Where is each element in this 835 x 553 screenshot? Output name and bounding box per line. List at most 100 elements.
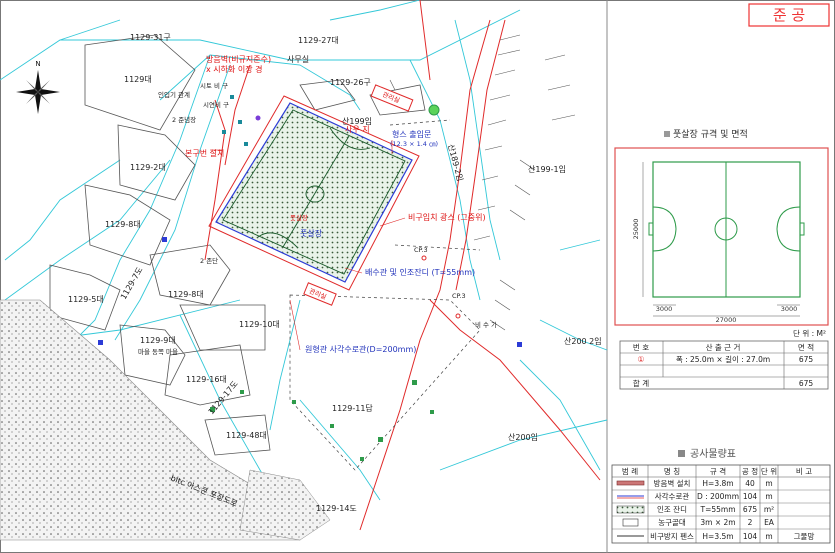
legend-header: 단 위 xyxy=(761,466,777,476)
annotation: CP.3 xyxy=(452,292,466,300)
annotation: 비 수 가 xyxy=(475,320,497,329)
map-pin xyxy=(230,95,234,99)
map-pin xyxy=(210,407,215,412)
spec-goal-post-right xyxy=(799,222,805,236)
goal-area-top xyxy=(329,127,371,150)
map-pin xyxy=(430,410,434,414)
parcel-label: 1129-26구 xyxy=(330,78,371,87)
legend-header: 비 고 xyxy=(796,467,812,476)
annotation: 2 존단 xyxy=(200,256,218,265)
legend-qty: 104 xyxy=(743,532,758,541)
area-header: 면 적 xyxy=(798,342,814,352)
map-pin xyxy=(238,120,242,124)
section-bullet-icon xyxy=(678,450,685,457)
legend-name: 비구방지 펜스 xyxy=(650,531,694,541)
leader-lines xyxy=(210,140,406,351)
legend-name: 농구골대 xyxy=(658,518,686,527)
section-bullet-icon xyxy=(664,131,670,137)
legend-spec: 3m × 2m xyxy=(700,518,735,527)
legend-spec: D : 200mm xyxy=(697,492,739,501)
annotation: (12.3 × 1.4 ㎝) xyxy=(390,140,438,148)
map-pin xyxy=(517,342,522,347)
quantity-legend: 공사물량표 범 례 명 칭 규 격 공 정 단 위 비 고 방음벽 설치 H=3… xyxy=(611,448,831,544)
stamp-label: 준 공 xyxy=(773,6,805,24)
legend-spec: H=3.5m xyxy=(702,532,733,541)
legend-header: 범 례 xyxy=(622,466,638,476)
map-pin xyxy=(360,457,364,461)
legend-spec: T=55mm xyxy=(699,505,735,514)
legend-symbol-wall xyxy=(616,480,645,486)
map-pin xyxy=(244,142,248,146)
control-point-marker xyxy=(421,255,427,261)
facility-boxes: 관리실 관리실 xyxy=(303,84,414,306)
area-header: 산 출 근 거 xyxy=(706,342,741,352)
north-arrow-icon: N xyxy=(16,60,60,114)
legend-qty: 2 xyxy=(748,518,753,527)
pitch-surface xyxy=(215,102,413,283)
legend-unit: m xyxy=(765,532,772,541)
area-row-no: ① xyxy=(637,355,644,364)
legend-spec: H=3.8m xyxy=(702,479,733,488)
parcel-label: 1129-2대 xyxy=(130,163,166,172)
annotation: CP.3 xyxy=(414,246,428,254)
annotation: 마을 동쪽 마을 xyxy=(138,347,178,356)
annotation: 비구입치 광스 (그중위) xyxy=(408,212,486,222)
parcel-label: 1129-10대 xyxy=(239,320,280,329)
tree-marker xyxy=(428,104,440,116)
survey-lines xyxy=(289,119,481,471)
map-pin xyxy=(222,130,226,134)
legend-header: 공 정 xyxy=(742,466,758,476)
area-total-label: 합 계 xyxy=(633,378,649,388)
parcel-label: 1129-16대 xyxy=(186,375,227,384)
legend-note: 그물망 xyxy=(794,531,815,541)
legend-qty: 675 xyxy=(743,505,758,514)
area-header: 번 호 xyxy=(633,343,649,352)
spec-goal-post-left xyxy=(648,222,654,236)
area-unit: 단 위 : M² xyxy=(793,328,826,338)
map-pin xyxy=(412,380,417,385)
parcel-label: 1129-48대 xyxy=(226,431,267,440)
spec-section: 풋살장 규격 및 면적 27000 25000 3000 3000 xyxy=(614,128,829,326)
annotation: 사우 지 xyxy=(345,125,370,134)
building-outlines xyxy=(49,34,426,456)
legend-unit: m xyxy=(765,479,772,488)
map-area: 풋살장 풋살장 관리실 관리실 xyxy=(0,0,608,541)
property-lines xyxy=(204,0,601,531)
annotation: 시연비 구 xyxy=(203,100,229,109)
parcel-label: 1129-9대 xyxy=(140,336,176,345)
parcel-label: 1129-8대 xyxy=(168,290,204,299)
completion-stamp: 준 공 xyxy=(748,3,830,27)
pitch-boundary xyxy=(222,109,406,275)
legend-qty: 40 xyxy=(745,479,755,488)
parcel-label: 1129-14도 xyxy=(316,504,357,513)
annotation: 시토 비 구 xyxy=(200,81,228,90)
legend-header: 명 칭 xyxy=(664,466,680,476)
parcel-label: 1129-8대 xyxy=(105,220,141,229)
parcel-label: 산199-1임 xyxy=(528,164,566,174)
road-lines xyxy=(0,0,608,521)
spec-goal-right xyxy=(776,206,801,252)
pitch-label: 풋살장 xyxy=(300,228,323,238)
legend-row: 인조 잔디 T=55mm 675 m² xyxy=(657,504,774,514)
goal-area-bottom xyxy=(257,232,299,249)
legend-header: 규 격 xyxy=(710,466,726,476)
svg-text:N: N xyxy=(35,60,40,68)
legend-row: 농구골대 3m × 2m 2 EA xyxy=(658,518,775,527)
annotation: 사무실 xyxy=(287,54,309,64)
spec-dim-height: 25000 xyxy=(632,219,640,240)
map-pin xyxy=(240,390,244,394)
annotation: 원형관 사각수로관(D=200mm) xyxy=(305,344,416,354)
map-pin xyxy=(378,437,383,442)
area-total-value: 675 xyxy=(799,379,814,388)
legend-row: 사각수로관 D : 200mm 104 m xyxy=(655,491,773,501)
legend-row: 비구방지 펜스 H=3.5m 104 m 그물망 xyxy=(650,531,814,541)
legend-symbol-turf xyxy=(616,505,645,514)
slope-marks xyxy=(379,34,576,331)
area-table: 단 위 : M² 번 호 산 출 근 거 면 적 ① 폭 : 25.0m × 길… xyxy=(619,328,829,390)
legend-symbol-goal xyxy=(622,518,639,527)
gravel-road-patch xyxy=(239,469,331,541)
parcel-label: 1129-31구 xyxy=(130,33,171,42)
annotation: 배수관 및 인조잔디 (T=55mm) xyxy=(365,267,475,277)
spec-dimensions xyxy=(642,162,800,317)
